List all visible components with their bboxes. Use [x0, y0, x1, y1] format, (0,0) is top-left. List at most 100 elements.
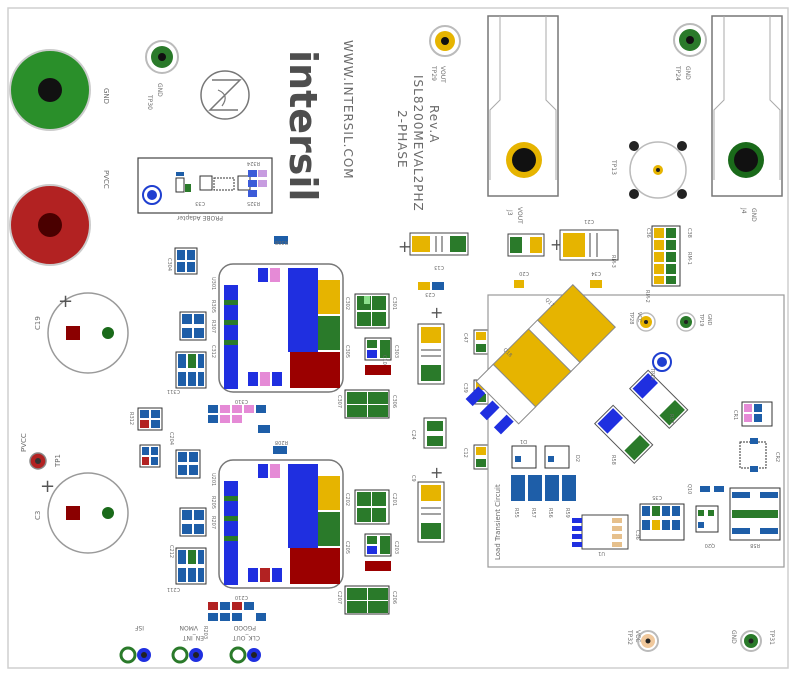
test-point-tp24: TP24 GND — [673, 23, 707, 81]
gnd-jack-label: GND — [102, 88, 110, 104]
tp29-label: TP29 — [430, 65, 437, 81]
rev-text: Rev.A — [427, 105, 441, 143]
j3-label: J3 — [506, 209, 513, 216]
r308-label: R308 — [275, 239, 288, 245]
rm1-label: RM-1 — [686, 252, 692, 265]
c23-label: C23 — [425, 291, 435, 297]
caps-c20-c21: + C20 C21 C34 — [507, 218, 619, 288]
c301-label: C301 — [391, 297, 397, 310]
r305-label: R305 — [210, 300, 216, 313]
tp32-sub: VCC — [634, 630, 641, 642]
passives-c210-row: C210 R203 — [202, 594, 266, 639]
model-text-block: 2-PHASE ISL8200MEVAL2PHZ Rev.A — [395, 75, 441, 212]
c203-label: C203 — [393, 541, 399, 554]
svg-text:+: + — [430, 303, 443, 322]
r207-label: R207 — [210, 516, 216, 529]
parts-q10-area: Q10 Q20 R58 — [686, 484, 781, 548]
c35-label: C35 — [652, 494, 662, 500]
ic-u1: U1 — [572, 514, 629, 556]
bottom-tp2-sub: EN_INT — [182, 634, 204, 641]
tp1-label: TP1 — [54, 454, 62, 468]
q17-label: Q17 — [544, 297, 556, 309]
board-outline — [7, 7, 789, 669]
tp31-sub: GND — [730, 630, 737, 644]
d2-label: D2 — [574, 455, 580, 462]
connector-j4-gnd: J4 GND — [711, 15, 783, 222]
probe-adapter: PROBE Adapter R325 R324 C33 — [137, 157, 273, 221]
c20-label: C20 — [519, 270, 529, 276]
svg-text:+: + — [58, 291, 73, 312]
mosfet-q18 — [465, 328, 572, 435]
c38-label: C38 — [686, 228, 692, 238]
connector-j3-vout: J3 VOUT — [487, 15, 559, 224]
rm3-label: RM-3 — [610, 255, 616, 268]
c204-label: C204 — [168, 432, 174, 445]
c310-label: C310 — [235, 398, 248, 404]
test-point-tp13: TP13 — [610, 141, 687, 199]
c36b-label: C36 — [634, 530, 640, 540]
test-point-tp30: TP30 GND — [145, 40, 179, 110]
q20-label: Q20 — [705, 542, 715, 548]
c207-label: C207 — [336, 591, 342, 604]
rm2-label: RM-2 — [644, 290, 650, 303]
module-u201: U201 — [210, 459, 344, 589]
u201-label: U201 — [210, 473, 216, 486]
test-point-tp31: GND TP31 — [730, 629, 775, 652]
c307-label: C307 — [336, 395, 342, 408]
gnd-banana-jack: GND — [9, 49, 110, 131]
passives-lower-right: C202 C201 C205 C203 C207 C206 — [336, 489, 399, 615]
brand-logo-text: intersil — [281, 50, 325, 201]
c36-label: C36 — [645, 228, 651, 238]
passives-middle-left: R312 C204 R208 — [128, 407, 288, 479]
r208-label: R208 — [275, 439, 288, 445]
cap-c24: C24 — [410, 417, 447, 449]
tp19-label: TP19 — [698, 313, 704, 326]
r55-label: R55 — [513, 508, 519, 518]
intersil-brand: intersil WWW.INTERSIL.COM — [281, 40, 355, 201]
c33-label: C33 — [195, 200, 205, 206]
r58-label: R58 — [610, 455, 616, 465]
test-point-tp29: TP29 VOUT — [429, 25, 461, 83]
load-transient-label: Load Transient Circuit — [494, 484, 502, 560]
c34-label: C34 — [591, 270, 601, 276]
bottom-tp3-label: PGOOD — [233, 624, 256, 631]
tp24-label: TP24 — [674, 65, 681, 81]
website-text: WWW.INTERSIL.COM — [341, 40, 355, 180]
c306-label: C306 — [391, 395, 397, 408]
c302-label: C302 — [344, 297, 350, 310]
c303-label: C303 — [393, 345, 399, 358]
c210-label: C210 — [235, 594, 248, 600]
c24-label: C24 — [410, 430, 416, 440]
tp31-label: TP31 — [768, 629, 775, 645]
c10-label: C10 — [381, 355, 387, 365]
tp13-label: TP13 — [610, 159, 617, 175]
cap-c13: + C13 — [398, 232, 469, 270]
d1-label: D1 — [520, 438, 527, 444]
pvcc-small-label: PVCC — [20, 433, 28, 452]
pvcc-banana-jack: PVCC — [9, 170, 110, 266]
r56-label: R56 — [547, 508, 553, 518]
r58b-label: R58 — [750, 542, 760, 548]
passives-c310-row: C310 — [208, 398, 270, 433]
r59-label: R59 — [564, 508, 570, 518]
resistor-r58 — [594, 404, 654, 464]
passives-lower-left: R205 R207 C212 C211 — [167, 496, 216, 592]
r325-label: R325 — [247, 200, 260, 206]
svg-text:+: + — [40, 476, 55, 497]
c311-label: C311 — [167, 388, 180, 394]
q10-label: Q10 — [686, 484, 692, 494]
passives-upper-left: C304 R308 R305 R307 C312 C311 — [166, 236, 288, 394]
c39-label: C39 — [462, 383, 468, 393]
tp19-sub: GND — [706, 314, 712, 326]
pvcc-jack-label: PVCC — [102, 170, 110, 189]
bottom-tp1-label: ISF — [134, 624, 144, 631]
u1-label: U1 — [598, 550, 605, 556]
bottom-tp2-label: VMON — [180, 624, 199, 631]
svg-text:+: + — [430, 463, 443, 482]
cr1-label: CR1 — [732, 410, 738, 420]
cap-c23: + C23 — [417, 282, 445, 385]
r57-label: R57 — [668, 414, 674, 424]
capacitor-c19: + C19 — [34, 291, 129, 374]
test-point-tp32: TP32 VCC — [626, 629, 659, 652]
